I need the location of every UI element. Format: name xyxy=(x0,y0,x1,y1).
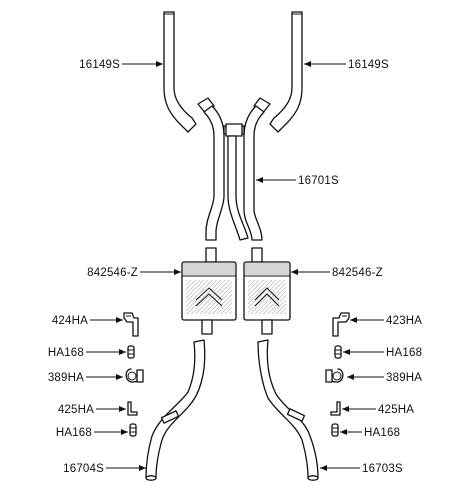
label-insulator-left-bottom: HA168 xyxy=(56,427,92,439)
clamp-389ha-right xyxy=(325,368,344,383)
label-muffler-right: 842546-Z xyxy=(332,267,383,279)
label-headpipe-left: 16149S xyxy=(79,59,120,71)
insulator-ha168-right-top xyxy=(334,345,342,359)
bracket-425ha-left xyxy=(127,401,138,416)
label-hanger-left: 424HA xyxy=(52,315,88,327)
muffler-right xyxy=(243,247,291,335)
clamp-389ha-left xyxy=(125,368,144,383)
label-tailpipe-left: 16704S xyxy=(63,463,104,475)
label-hanger-right: 423HA xyxy=(386,315,422,327)
label-bracket-left: 425HA xyxy=(58,404,94,416)
headpipe-right xyxy=(269,11,303,133)
label-crossover: 16701S xyxy=(298,175,339,187)
tailpipe-right xyxy=(257,339,319,481)
headpipe-left xyxy=(163,11,197,133)
label-clamp-right: 389HA xyxy=(386,372,422,384)
label-insulator-right-top: HA168 xyxy=(386,347,422,359)
tailpipe-left xyxy=(145,339,206,481)
crossover-pipe xyxy=(197,97,271,241)
label-insulator-left-top: HA168 xyxy=(48,347,84,359)
label-muffler-left: 842546-Z xyxy=(87,267,138,279)
label-bracket-right: 425HA xyxy=(378,404,414,416)
insulator-ha168-right-bottom xyxy=(331,423,339,437)
insulator-ha168-left-top xyxy=(127,345,135,359)
hanger-423ha xyxy=(332,312,350,337)
label-tailpipe-right: 16703S xyxy=(362,463,403,475)
leader-lines xyxy=(86,61,384,471)
label-headpipe-right: 16149S xyxy=(348,59,389,71)
label-clamp-left: 389HA xyxy=(48,372,84,384)
hanger-424ha xyxy=(123,312,139,337)
bracket-425ha-right xyxy=(330,401,341,416)
insulator-ha168-left-bottom xyxy=(129,423,137,437)
muffler-left xyxy=(181,247,237,335)
label-insulator-right-bottom: HA168 xyxy=(364,427,400,439)
